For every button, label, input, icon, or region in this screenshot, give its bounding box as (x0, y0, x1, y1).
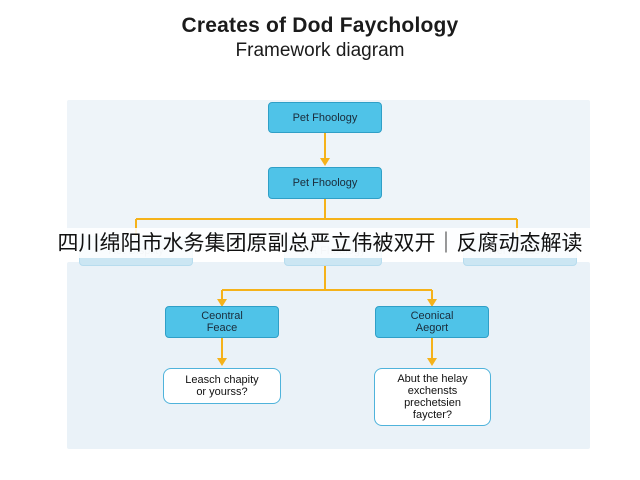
news-banner-overlay: 四川绵阳市水务集团原副总严立伟被双开｜反腐动态解读 (0, 228, 640, 258)
bottom-panel (67, 262, 590, 449)
node-central-left: Ceontral Feace (165, 306, 279, 338)
node-leaf-left: Leasch chapity or yourss? (163, 368, 281, 404)
diagram-title: Creates of Dod Faychology (181, 14, 459, 37)
arrowhead-central-right (427, 299, 437, 307)
diagram-subtitle: Framework diagram (235, 40, 405, 61)
node-leaf-right: Abut the helay exchensts prechetsien fay… (374, 368, 491, 426)
arrowhead-second (320, 158, 330, 166)
arrowhead-leaf-right (427, 358, 437, 366)
node-top: Pet Fhoology (268, 102, 382, 133)
node-central-right: Ceonical Aegort (375, 306, 489, 338)
arrowhead-leaf-left (217, 358, 227, 366)
node-second: Pet Fhoology (268, 167, 382, 199)
arrowhead-central-left (217, 299, 227, 307)
